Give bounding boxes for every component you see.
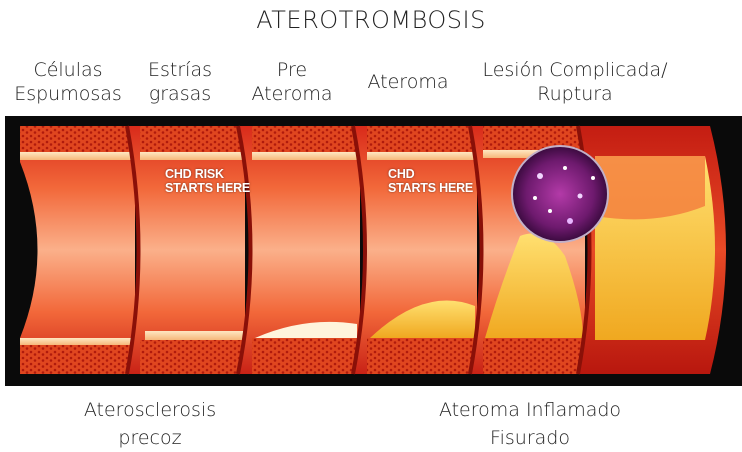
stage-label-pre-ateroma: Pre Ateroma <box>242 58 342 106</box>
vessel-segment-6 <box>578 126 726 374</box>
stage-label-line: grasas <box>130 82 230 106</box>
bottom-label-aterosclerosis-precoz: Aterosclerosis precoz <box>60 396 240 452</box>
stage-label-celulas-espumosas: Células Espumosas <box>8 58 128 106</box>
stage-label-line: Estrías <box>130 58 230 82</box>
stage-label-line: Espumosas <box>8 82 128 106</box>
thrombus-inset <box>512 146 608 242</box>
stage-label-line: Ateroma <box>242 82 342 106</box>
stage-label-line: Pre <box>242 58 342 82</box>
bottom-label-line: Aterosclerosis <box>60 396 240 424</box>
bottom-label-line: precoz <box>60 424 240 452</box>
annotation-chd-risk: CHD RISK STARTS HERE <box>165 167 250 195</box>
bottom-label-line: Fisurado <box>410 424 650 452</box>
vessel-segment-2 <box>127 126 245 374</box>
vessel-segments <box>20 126 726 374</box>
atherothrombosis-illustration <box>5 116 742 386</box>
diagram-title: ATEROTROMBOSIS <box>0 6 742 34</box>
stage-label-estrias-grasas: Estrías grasas <box>130 58 230 106</box>
stage-label-line: Ateroma <box>358 70 458 94</box>
bottom-label-ateroma-inflamado: Ateroma Inflamado Fisurado <box>410 396 650 452</box>
stage-label-line: Lesión Complicada/ <box>465 58 685 82</box>
vessel-segment-4 <box>353 126 477 374</box>
vessel-segment-1 <box>20 126 135 374</box>
stage-label-ateroma: Ateroma <box>358 70 458 94</box>
stage-label-line: Ruptura <box>465 82 685 106</box>
stage-label-line: Células <box>8 58 128 82</box>
stage-label-lesion-complicada: Lesión Complicada/ Ruptura <box>465 58 685 106</box>
vessel-segment-3 <box>238 126 360 374</box>
annotation-chd: CHD STARTS HERE <box>388 167 473 195</box>
bottom-label-line: Ateroma Inflamado <box>410 396 650 424</box>
